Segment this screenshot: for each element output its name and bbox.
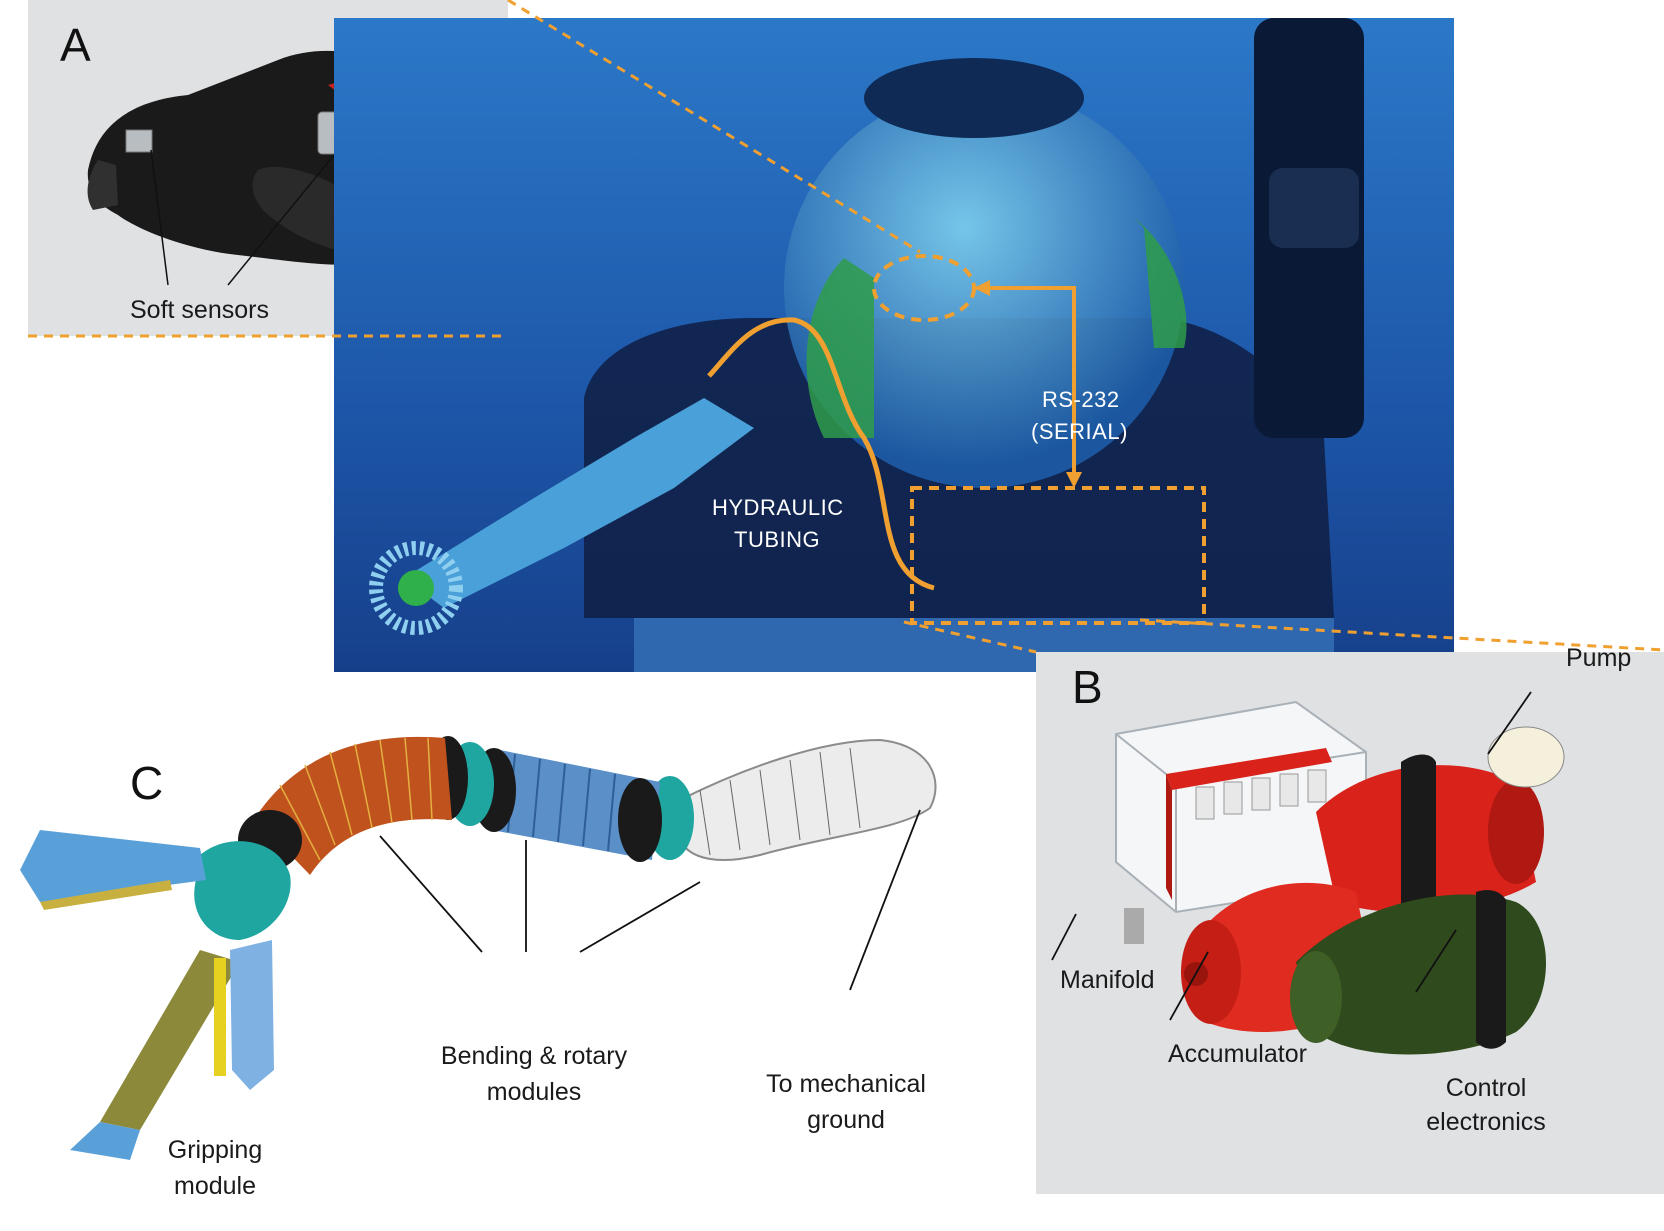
gripping-module-label-line1: Gripping	[167, 1136, 263, 1164]
hydraulic-system-illustration	[1051, 691, 1565, 1055]
gripping-module-label-line2: module	[174, 1172, 256, 1200]
manifold-label: Manifold	[1060, 966, 1155, 994]
soft-arm-illustration	[20, 736, 937, 1160]
panel-letter-a: A	[60, 19, 91, 71]
rs232-label-line2: (SERIAL)	[1031, 419, 1128, 444]
accumulator-label: Accumulator	[1168, 1040, 1307, 1068]
mechanical-ground-label-line1: To mechanical	[766, 1070, 926, 1098]
bending-rotary-label-line1: Bending & rotary	[440, 1042, 628, 1070]
hydraulic-label-line1: HYDRAULIC	[712, 495, 844, 520]
soft-sensors-label: Soft sensors	[130, 296, 269, 324]
control-electronics-label-line2: electronics	[1426, 1108, 1546, 1136]
panel-letter-c: C	[130, 757, 164, 809]
rs232-label-line1: RS-232	[1042, 387, 1120, 412]
bending-rotary-label-line2: modules	[486, 1078, 582, 1106]
panel-c-soft-arm: C Bending & rotary modules To mechanical…	[0, 690, 1020, 1231]
mechanical-ground-label-line2: ground	[807, 1106, 885, 1134]
submersible-illustration	[334, 18, 1454, 672]
hydraulic-tubing-line	[707, 317, 935, 591]
pump-label: Pump	[1566, 644, 1632, 672]
panel-b-hydraulics: B Pump Manifold Accumulator Control elec…	[1036, 644, 1664, 1194]
hydraulic-box-highlight	[910, 486, 1206, 625]
control-electronics-label-line1: Control	[1445, 1074, 1527, 1102]
panel-letter-b: B	[1072, 661, 1103, 713]
hydraulic-label-line2: TUBING	[734, 527, 821, 552]
soft-sensor-2	[125, 129, 153, 153]
submersible-photo: RS-232 (SERIAL) HYDRAULIC TUBING	[334, 18, 1454, 672]
